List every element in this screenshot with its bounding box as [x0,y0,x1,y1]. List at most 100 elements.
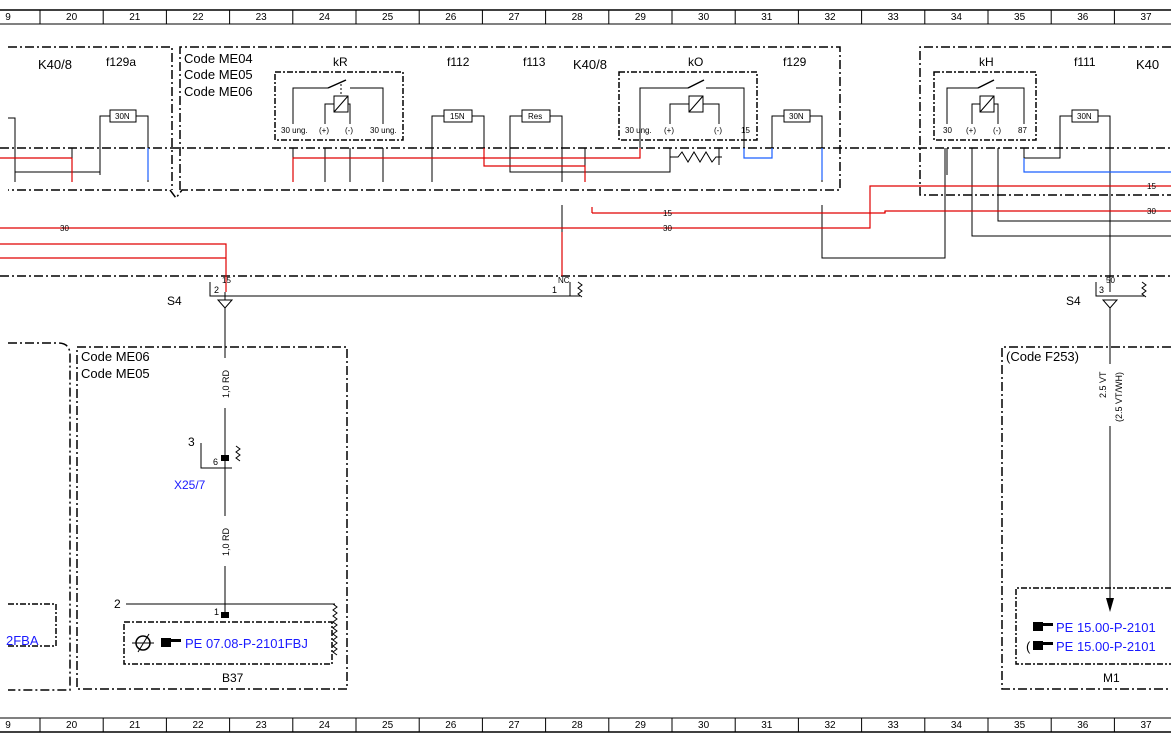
kh-pin-4: 87 [1018,126,1027,135]
ruler-column-number: 30 [698,720,710,731]
s4-bus-left: S4 2 1 [167,281,583,309]
kr-pin-1: 30 ung. [281,126,308,135]
kh-label: kH [979,55,994,69]
ruler-column-number: 28 [572,720,584,731]
ruler-column-number: 36 [1077,12,1089,23]
ruler-column-number: 23 [256,12,268,23]
k40-8-left-label: K40/8 [38,57,72,72]
wire-rd-1: 1,0 RD [221,369,231,398]
code-me05-b-label: Code ME05 [81,366,150,381]
ruler-column-number: 22 [192,12,204,23]
component-b37: 2 1 PE 07.08-P-2101FBJ B37 [114,597,338,685]
m1-module-frame [1001,346,1171,690]
svg-text:30N: 30N [789,112,804,121]
x25-7-link[interactable]: X25/7 [174,478,206,492]
ruler-column-number: 28 [572,12,584,23]
relay-module-frame [8,46,841,200]
m1-label: M1 [1103,671,1120,685]
ruler-column-number: 31 [761,720,773,731]
ruler-column-number: 21 [129,720,141,731]
ruler-column-number: 29 [635,720,647,731]
ruler-column-number: 20 [66,720,78,731]
m1-ref-2-link[interactable]: PE 15.00-P-2101 [1056,639,1156,654]
wire-vtwh: (2.5 VT/WH) [1114,372,1124,422]
wire-30-right: 30 [1147,207,1156,216]
code-me06-label: Code ME06 [184,84,253,99]
ruler-column-number: 27 [508,720,520,731]
fuse-f129a: 30N [99,109,149,148]
code-f253-label: (Code F253) [1006,349,1079,364]
fuse-f129: 30N [771,109,823,148]
red-wires [0,148,1171,292]
ruler-column-number: 32 [824,720,836,731]
ruler-column-number: 9 [5,720,11,731]
code-me04-label: Code ME04 [184,51,253,66]
kr-label: kR [333,55,348,69]
wire-50: 50 [1106,276,1115,285]
kr-pin-4: 30 ung. [370,126,397,135]
ruler-column-number: 35 [1014,12,1026,23]
x25-pin3: 3 [188,435,195,449]
wire-30-left: 30 [60,224,69,233]
code-me06-b-label: Code ME06 [81,349,150,364]
pointing-hand-icon [1033,622,1053,631]
fuse-f111: 30N [1059,109,1111,148]
relay-module-frame-right [919,46,1171,196]
b37-ref-link[interactable]: PE 07.08-P-2101FBJ [185,636,308,651]
b37-pin2: 2 [114,597,121,611]
ruler-column-number: 34 [951,12,963,23]
wire-15-mid: 15 [663,209,672,218]
wire-rd-2: 1,0 RD [221,527,231,556]
x25-pin6: 6 [213,457,218,467]
svg-text:(: ( [1026,639,1031,654]
wire-30-mid: 30 [663,224,672,233]
ruler-column-number: 33 [888,720,900,731]
ruler-column-number: 21 [129,12,141,23]
fba-ref[interactable]: 2FBA [6,633,39,648]
svg-text:30N: 30N [1077,112,1092,121]
kh-pin-2: (+) [966,126,976,135]
ruler-column-number: 25 [382,12,394,23]
f129a-label: f129a [106,55,136,69]
f111-label: f111 [1074,55,1096,69]
ruler-column-number: 9 [5,12,11,23]
ruler-column-number: 27 [508,12,520,23]
resistor-ko [670,151,722,163]
blue-wires [147,148,1171,180]
ruler-column-number: 32 [824,12,836,23]
wire-15-vert: 15 [222,276,231,285]
ruler-column-number: 35 [1014,720,1026,731]
pointing-hand-icon: ( [1026,639,1053,654]
ruler-column-number: 25 [382,720,394,731]
kr-pin-2: (+) [319,126,329,135]
ruler-column-number: 34 [951,720,963,731]
code-me05-label: Code ME05 [184,67,253,82]
s4-right-label: S4 [1066,294,1081,308]
sensor-symbol-icon [132,633,154,653]
ko-pin-4: 15 [741,126,750,135]
fuse-f112: 15N [431,109,485,148]
ruler-column-number: 29 [635,12,647,23]
m1-ref-1-link[interactable]: PE 15.00-P-2101 [1056,620,1156,635]
kh-pin-1: 30 [943,126,952,135]
svg-text:30N: 30N [115,112,130,121]
s4-left-label: S4 [167,294,182,308]
ko-pin-1: 30 ung. [625,126,652,135]
ruler-column-number: 20 [66,12,78,23]
black-wires [8,117,1171,292]
pointing-hand-icon [161,638,181,647]
wire-vt: 2.5 VT [1098,371,1108,398]
left-module-frame [8,342,71,691]
s4-left-pin1: 1 [552,285,557,295]
relay-ko: 30 ung. (+) (-) 15 [618,71,758,141]
ruler-column-number: 26 [445,12,457,23]
b37-label: B37 [222,671,244,685]
ruler-column-number: 36 [1077,720,1089,731]
relay-kh: 30 (+) (-) 87 [933,71,1037,141]
ruler-column-number: 37 [1140,720,1152,731]
relay-kr: 30 ung. (+) (-) 30 ung. [274,71,404,141]
connector-x25-7: 3 6 X25/7 [174,435,241,492]
ruler-column-number: 31 [761,12,773,23]
